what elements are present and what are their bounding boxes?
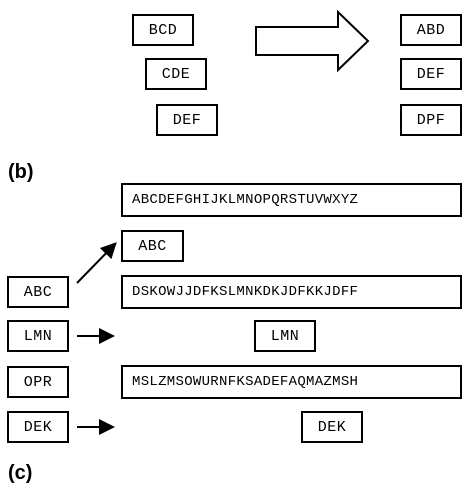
- panel-a-left-box-2: CDE: [145, 58, 207, 90]
- panel-a-right-box-3: DPF: [400, 104, 462, 136]
- query-box-dek: DEK: [7, 411, 69, 443]
- panel-b-label: (b): [8, 161, 34, 183]
- match-box-dek: DEK: [301, 411, 363, 443]
- panel-a-right-box-2: DEF: [400, 58, 462, 90]
- reference-sequence-box: ABCDEFGHIJKLMNOPQRSTUVWXYZ: [121, 183, 462, 217]
- sequence-box-2: MSLZMSOWURNFKSADEFAQMAZMSH: [121, 365, 462, 399]
- transform-arrow-icon: [255, 9, 370, 73]
- panel-a-right-box-1: ABD: [400, 14, 462, 46]
- query-box-opr: OPR: [7, 366, 69, 398]
- arrows-layer: [76, 9, 370, 435]
- query-box-lmn: LMN: [7, 320, 69, 352]
- panel-a-left-box-1: BCD: [132, 14, 194, 46]
- arrow-abc-match: [76, 242, 117, 284]
- match-box-lmn: LMN: [254, 320, 316, 352]
- panel-a-left-box-3: DEF: [156, 104, 218, 136]
- sequence-box-1: DSKOWJJDFKSLMNKDKJDFKKJDFF: [121, 275, 462, 309]
- match-box-abc: ABC: [121, 230, 184, 262]
- query-box-abc: ABC: [7, 276, 69, 308]
